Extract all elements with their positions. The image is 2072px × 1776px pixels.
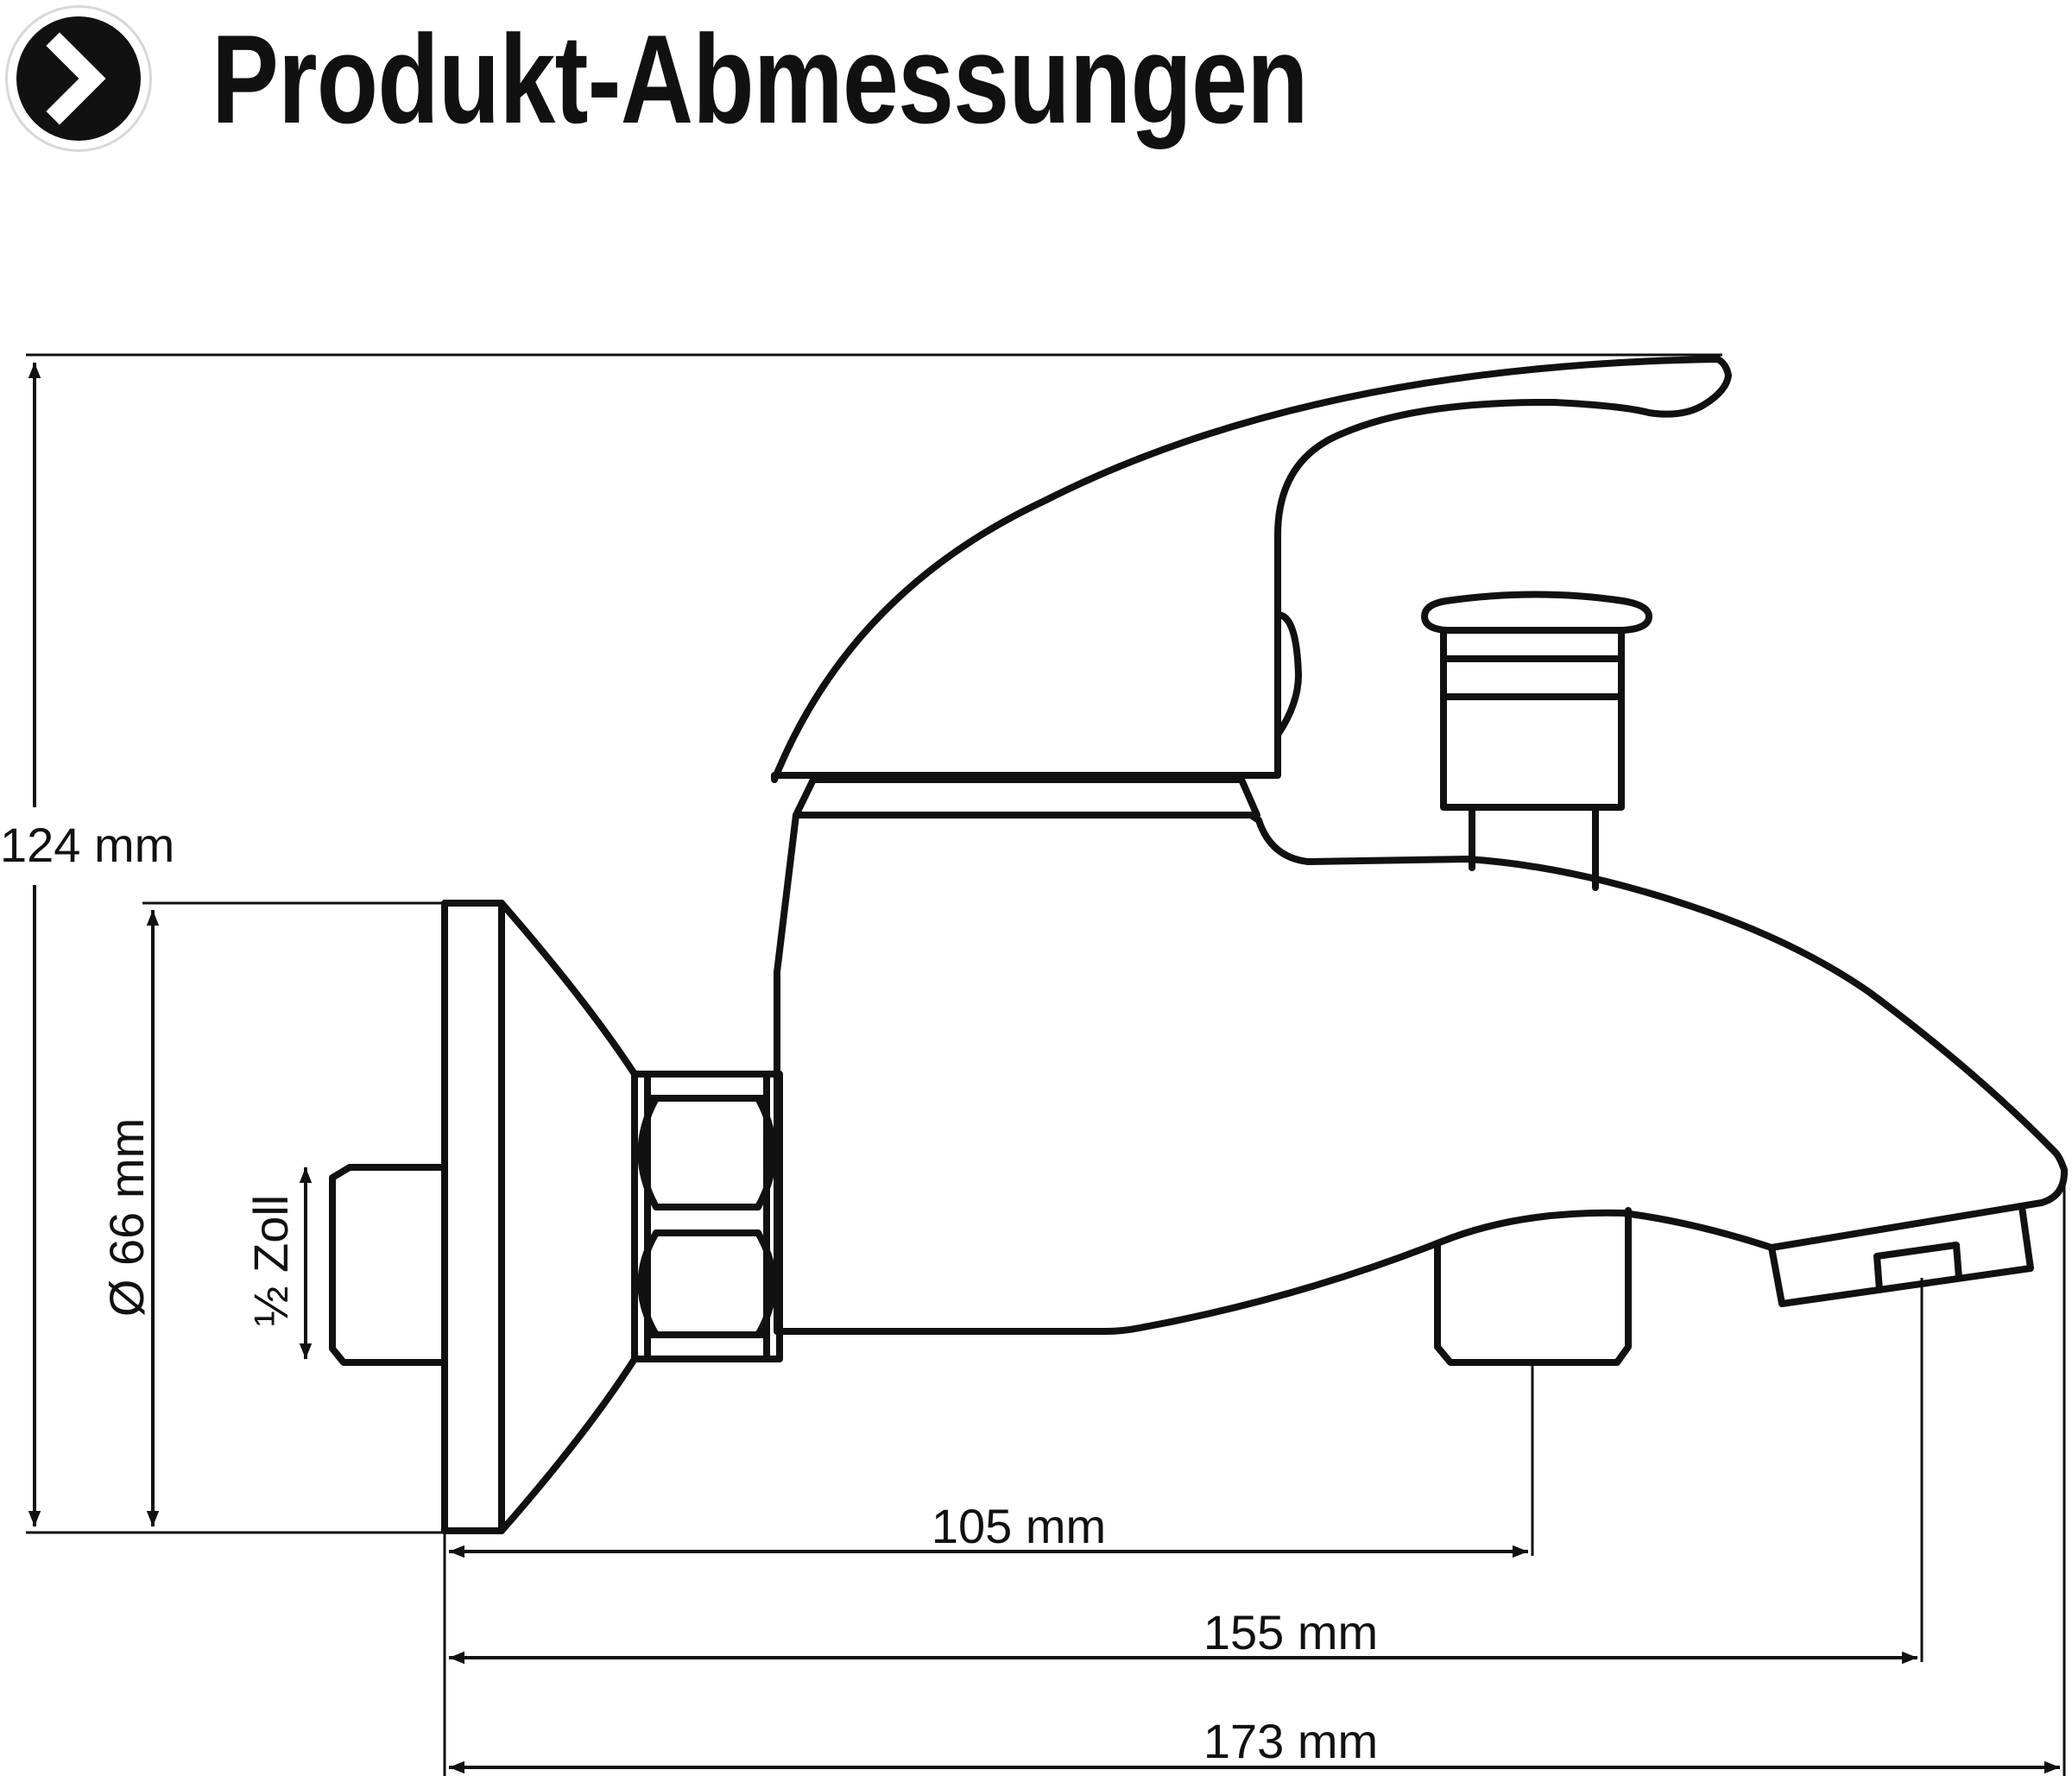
faucet-outline (329, 356, 2069, 1534)
dimension-lines (28, 363, 2060, 1774)
body-spout (774, 812, 2069, 1335)
extension-lines (26, 353, 2066, 1776)
diameter-label: Ø 66 mm (99, 1118, 154, 1317)
length-label-3: 173 mm (1203, 1714, 1378, 1768)
header-badge (5, 5, 152, 152)
wall-flange (441, 900, 638, 1534)
length-label-2: 155 mm (1203, 1605, 1378, 1659)
page-title: Produkt-Abmessungen (212, 9, 1309, 149)
diverter-knob (1421, 591, 1652, 891)
height-label: 124 mm (0, 818, 174, 872)
chevron-right-icon (46, 32, 106, 125)
lever-detail (1274, 611, 1302, 738)
thread-label: ½ Zoll (243, 1195, 298, 1327)
spout-aerator (1768, 1204, 2034, 1307)
badge-circle (16, 16, 141, 141)
hex-nut (631, 1071, 783, 1362)
length-label-1: 105 mm (932, 1499, 1106, 1553)
lever-handle (771, 356, 1732, 783)
lever-base (793, 776, 1260, 818)
connection-pipe (329, 1164, 448, 1366)
